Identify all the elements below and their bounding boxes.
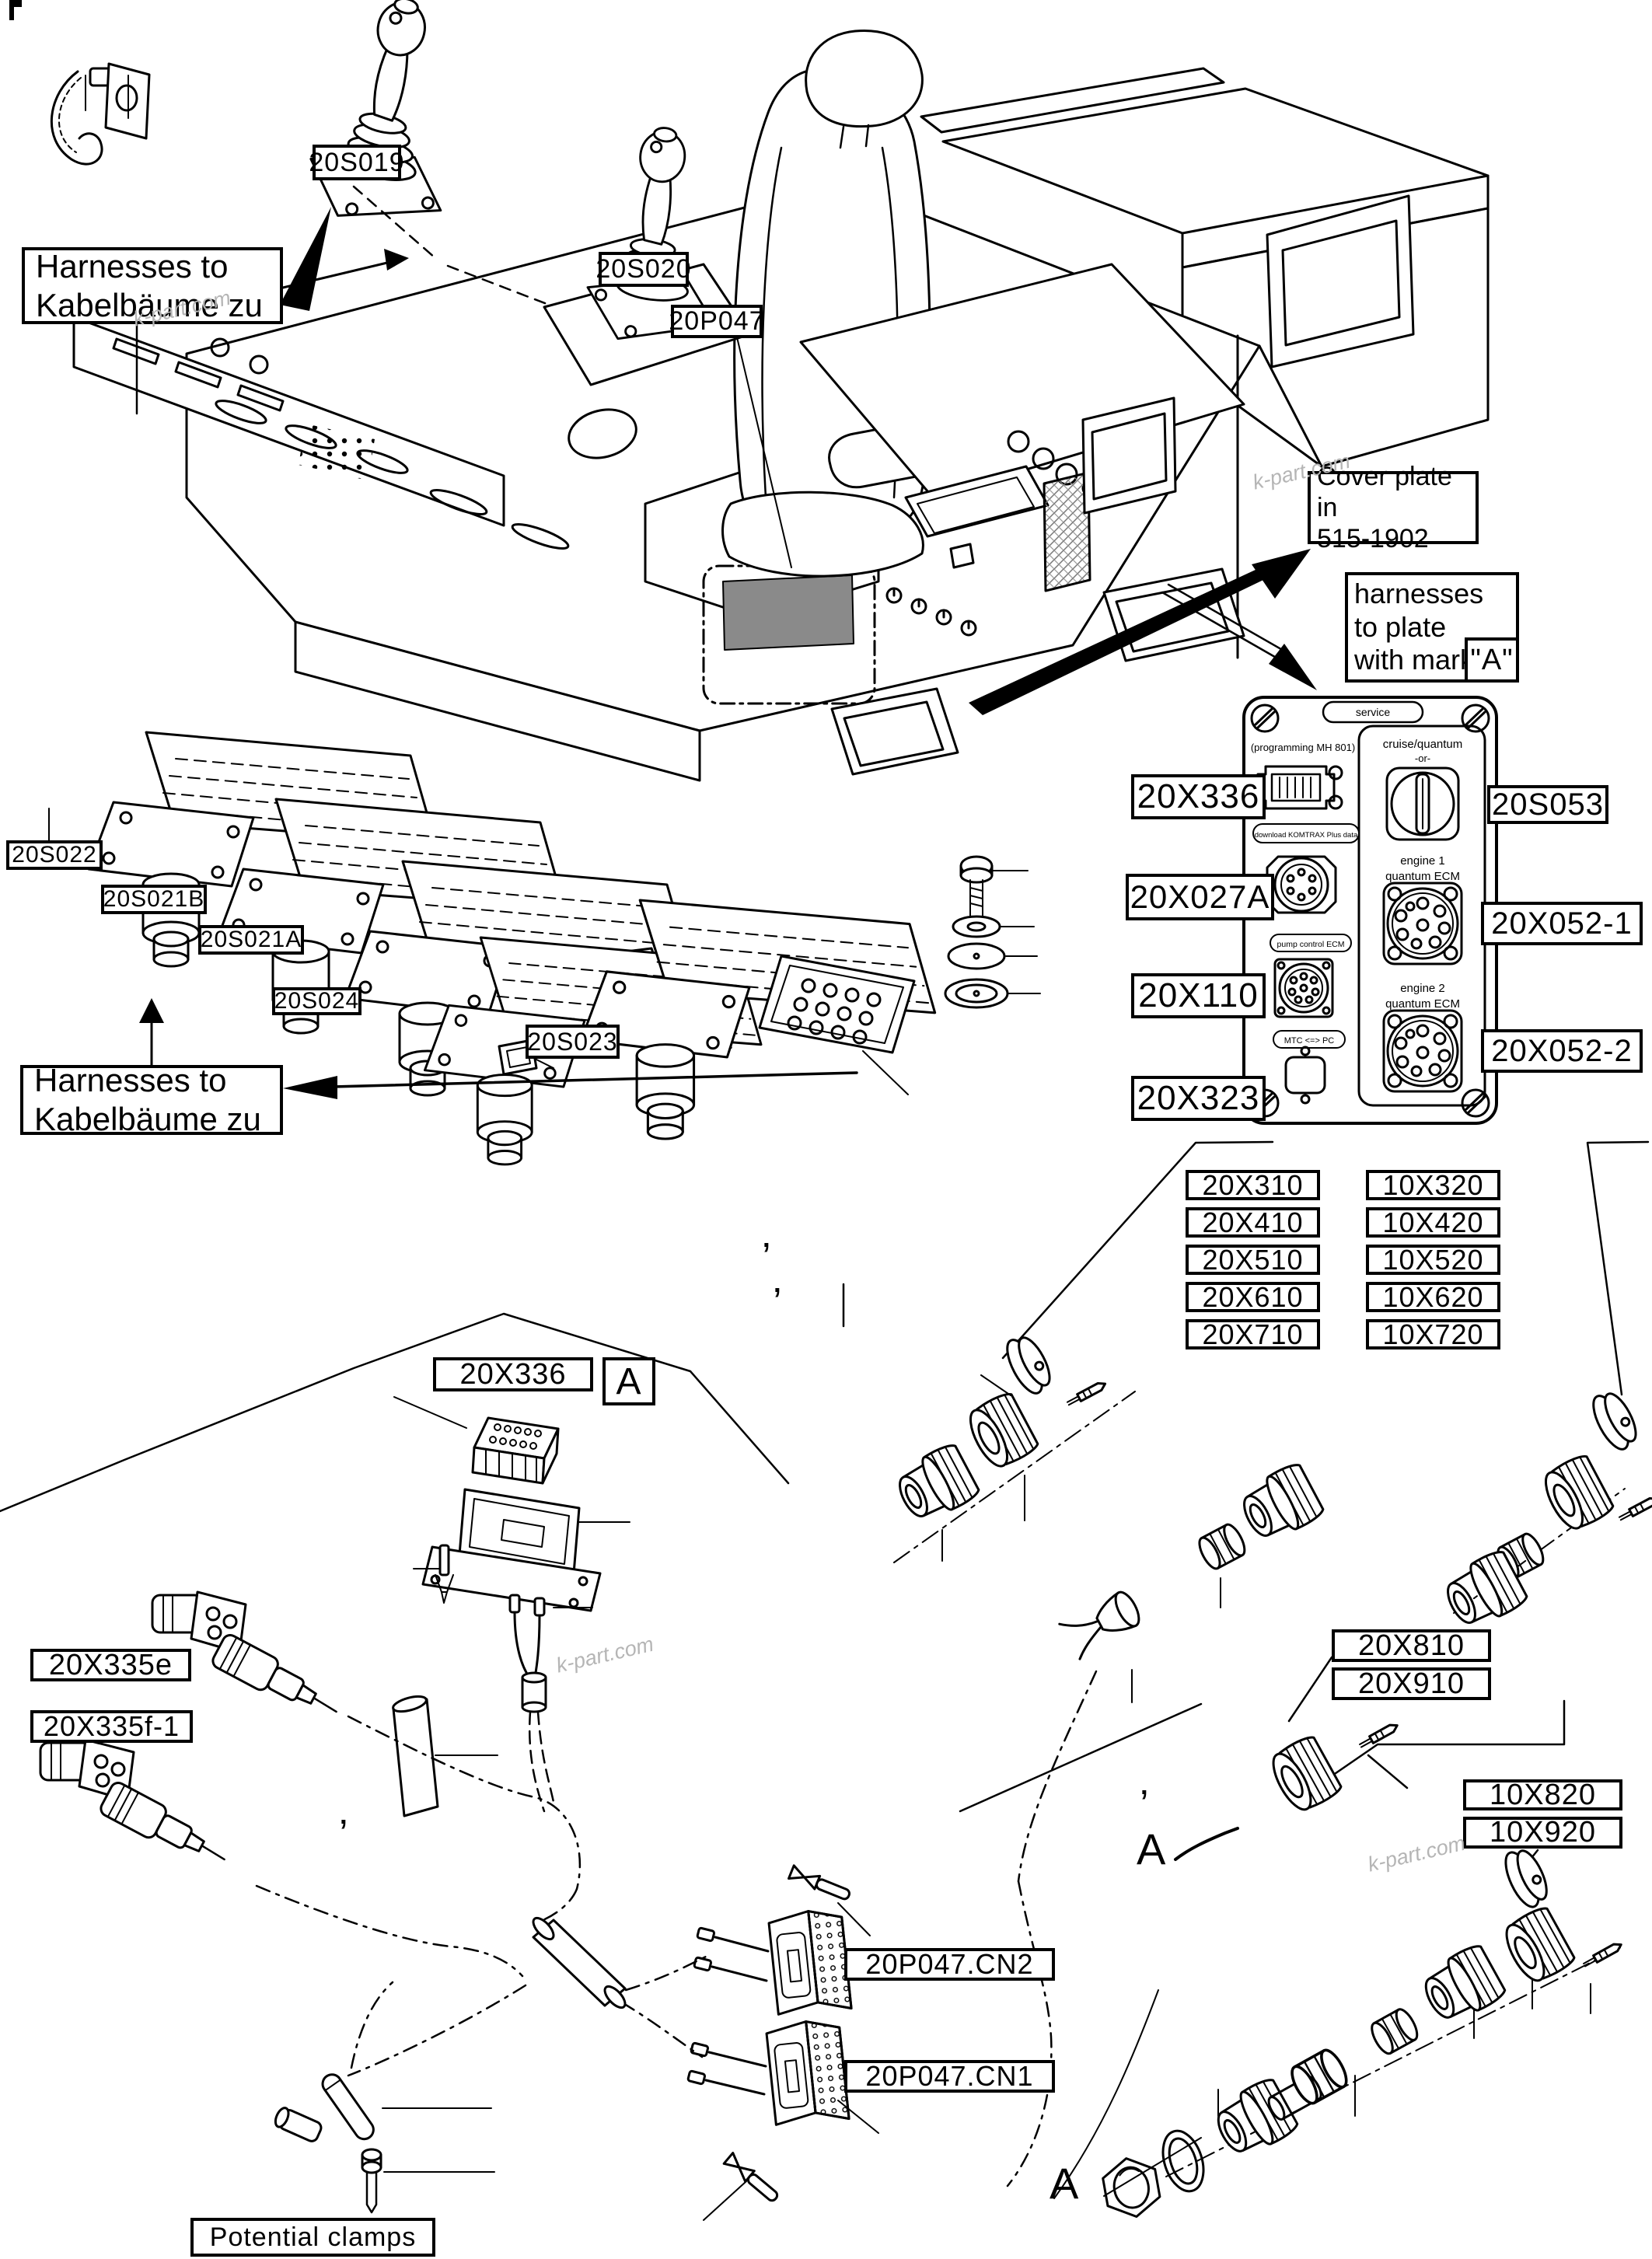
connector-20X052-2 — [1382, 1009, 1463, 1093]
part-label-20X410: 20X410 — [1186, 1206, 1320, 1238]
part-label-10X720: 10X720 — [1366, 1318, 1500, 1350]
panel-engine2-ecm-label: quantum ECM — [1385, 997, 1460, 1011]
part-label-20S024: 20S024 — [272, 987, 361, 1015]
note-line: harnesses — [1354, 578, 1484, 610]
panel-komtrax-label: download KOMTRAX Plus data — [1255, 831, 1358, 840]
part-label-mark-a-detail: A — [602, 1357, 655, 1405]
part-label-10X420: 10X420 — [1366, 1206, 1500, 1238]
part-label-20X335e: 20X335e — [30, 1649, 191, 1681]
cable-tie — [50, 67, 112, 166]
part-label-potential-clamps: Potential clamps — [190, 2218, 435, 2257]
potential-clamps-parts — [274, 2073, 495, 2214]
part-label-10X520: 10X520 — [1366, 1244, 1500, 1276]
annotation-letter-a-1: A — [1137, 1824, 1166, 1873]
panel-pump-label: pump control ECM — [1277, 940, 1345, 949]
part-label-20X335f-1: 20X335f-1 — [30, 1710, 193, 1743]
panel-or-label: -or- — [1415, 752, 1430, 764]
hex-nut — [1102, 2157, 1161, 2218]
annotation-tick-1: ’ — [762, 1235, 771, 1280]
part-label-20X310: 20X310 — [1186, 1169, 1320, 1201]
pigtail-wires — [508, 1594, 555, 1813]
harness-note-bottom: Harnesses to Kabelbäume zu — [20, 1062, 283, 1137]
cn-connectors — [686, 1864, 879, 2221]
part-label-20X810: 20X810 — [1332, 1629, 1491, 1662]
connector-20X110 — [1273, 958, 1334, 1018]
note-line: Harnesses to — [36, 247, 229, 285]
part-label-20S020: 20S020 — [595, 252, 691, 287]
part-label-20S022: 20S022 — [6, 840, 103, 870]
o-ring — [1161, 2129, 1205, 2193]
chain-10X820-group — [1102, 1842, 1625, 2218]
note-line: 515-1902 — [1317, 524, 1429, 554]
panel-programming-label: (programming MH 801) — [1251, 742, 1355, 753]
note-line: Harnesses to — [34, 1062, 227, 1099]
vent-hatch — [1043, 471, 1091, 592]
harness-wires — [255, 1670, 1098, 2187]
part-label-20X052-2: 20X052-2 — [1481, 1029, 1643, 1073]
harness-sleeve — [532, 1916, 1159, 2199]
note-line: Kabelbäume zu — [34, 1101, 261, 1137]
note-line: to plate — [1354, 610, 1447, 643]
panel-service-label: service — [1356, 706, 1391, 718]
part-label-20S023: 20S023 — [526, 1025, 620, 1059]
panel-engine2-label: engine 2 — [1400, 982, 1445, 995]
panel-engine1-ecm-label: quantum ECM — [1385, 870, 1460, 883]
note-line: with mark — [1354, 644, 1475, 676]
male-receptacle — [421, 1488, 602, 1612]
switch-20S053 — [1385, 766, 1460, 841]
note-line: Cover plate in — [1317, 461, 1452, 522]
page-corner-mark — [9, 0, 22, 20]
part-label-20X510: 20X510 — [1186, 1244, 1320, 1276]
annotation-tick-4: ’ — [1140, 1782, 1149, 1828]
panel-engine1-label: engine 1 — [1400, 854, 1445, 868]
part-label-20X336-panel: 20X336 — [1131, 774, 1266, 819]
perforated-plate — [758, 955, 916, 1095]
terminal-pin-straight — [435, 1544, 454, 1604]
harness-note-top: Harnesses to Kabelbäume zu — [22, 247, 283, 324]
part-label-20P047: 20P047 — [669, 305, 764, 338]
chain-10X320-group — [1437, 1385, 1652, 1636]
part-label-20X910: 20X910 — [1332, 1667, 1491, 1700]
note-line: Kabelbäume zu — [36, 286, 263, 323]
connector-panel: service (programming MH 801) download KO… — [1242, 696, 1498, 1125]
part-label-20P047.CN2: 20P047.CN2 — [844, 1948, 1055, 1981]
part-label-20X027A: 20X027A — [1126, 874, 1274, 920]
panel-mtc-label: MTC <=> PC — [1284, 1036, 1335, 1046]
chain-20X810-group — [1174, 1720, 1401, 1861]
female-connector-block — [471, 1416, 560, 1485]
shrink-tube-part — [392, 1695, 498, 1817]
part-label-mark-a-plate: "A" — [1465, 637, 1519, 683]
part-label-10X920: 10X920 — [1463, 1816, 1622, 1849]
part-label-20X610: 20X610 — [1186, 1281, 1320, 1313]
part-label-10X620: 10X620 — [1366, 1281, 1500, 1313]
part-label-20X336-detail: 20X336 — [433, 1357, 593, 1391]
part-label-20X052-1: 20X052-1 — [1481, 902, 1643, 945]
part-label-20X110: 20X110 — [1131, 973, 1266, 1018]
part-label-20S053: 20S053 — [1487, 785, 1608, 824]
chain-20X310-group — [889, 1329, 1327, 1703]
part-label-20S021B: 20S021B — [101, 885, 207, 914]
part-label-10X820: 10X820 — [1463, 1779, 1622, 1811]
console-knobs — [885, 587, 977, 637]
panel-cruise-label: cruise/quantum — [1383, 738, 1463, 751]
part-label-20P047.CN1: 20P047.CN1 — [844, 2060, 1055, 2093]
part-label-10X320: 10X320 — [1366, 1169, 1500, 1201]
cover-plate-note: Cover plate in 515-1902 — [1308, 462, 1479, 553]
machine-platform — [50, 0, 1490, 1166]
connector-20X323 — [1284, 1046, 1326, 1105]
detail-20X336-assembly — [392, 1396, 630, 1817]
annotation-letter-a-2: A — [1050, 2159, 1079, 2208]
part-label-20X323: 20X323 — [1131, 1076, 1266, 1121]
part-label-20S019: 20S019 — [309, 145, 404, 180]
connector-20X027A — [1266, 855, 1337, 914]
connector-20X052-1 — [1382, 882, 1463, 965]
annotation-tick-3: ’ — [339, 1812, 348, 1857]
bolt-washer-stack — [944, 855, 1041, 1009]
part-label-20X710: 20X710 — [1186, 1318, 1320, 1350]
part-label-20S021A: 20S021A — [198, 925, 304, 955]
arrows-and-leaders — [0, 75, 1650, 1867]
annotation-tick-2: ’ — [773, 1280, 782, 1325]
connector-20X336 — [1256, 765, 1343, 810]
